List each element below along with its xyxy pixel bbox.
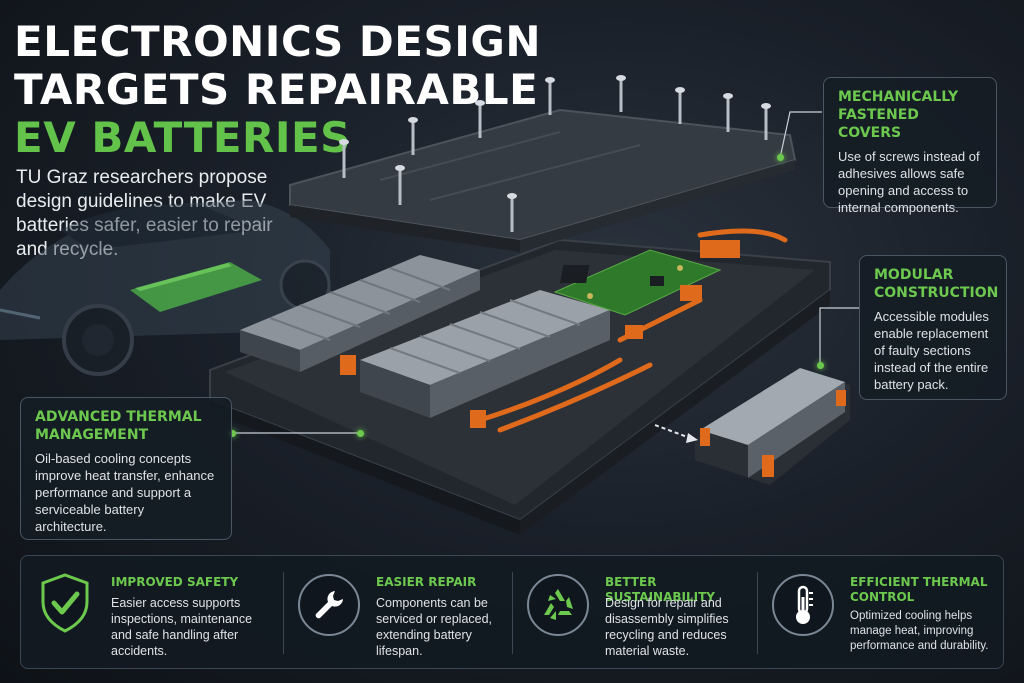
battery-lid [289,108,797,252]
leader-dot-thermal [229,430,236,437]
recycle-icon [527,574,589,636]
feature-body: Components can be serviced or replaced, … [376,596,493,658]
feature-improved-safety: Improved Safety Easier access supports i… [21,556,283,670]
screws [342,78,768,232]
removed-module [695,368,850,485]
callout-heading: Advanced Thermal Management [35,409,202,443]
feature-body: Optimized cooling helps manage heat, imp… [850,610,989,652]
leader-lines [232,111,859,434]
feature-heading: Efficient Thermal Control [850,575,988,604]
feature-easier-repair: Easier Repair Components can be serviced… [284,556,512,670]
connectors [340,240,740,428]
headline-line-1: Electronics Design [14,17,541,66]
feature-better-sustainability: Better Sustainability Design for repair … [513,556,757,670]
divider [512,572,513,654]
feature-heading: Improved Safety [111,575,239,589]
leader-dot-modular [817,362,824,369]
headline-line-2: Targets Repairable [14,65,539,114]
callout-body: Oil-based cooling concepts improve heat … [35,451,215,534]
leader-dot-covers [777,154,784,161]
features-panel: Improved Safety Easier access supports i… [20,555,1004,669]
arrow-dashed [654,424,691,439]
cell-block-left [240,255,480,372]
callout-modular-construction: Modular Construction Accessible modules … [859,255,1007,400]
control-pcb [553,249,722,316]
callout-body: Use of screws instead of adhesives allow… [838,149,980,215]
divider [283,572,284,654]
headline: Electronics Design Targets Repairable EV… [14,18,541,162]
subtitle: TU Graz researchers propose design guide… [16,167,273,260]
car-battery-glow [130,262,262,312]
callout-body: Accessible modules enable replacement of… [874,309,989,392]
feature-heading: Better Sustainability [605,575,715,604]
headline-line-3: EV Batteries [14,113,351,162]
feature-efficient-thermal-control: Efficient Thermal Control Optimized cool… [758,556,1004,670]
callout-advanced-thermal-management: Advanced Thermal Management Oil-based co… [20,397,232,540]
feature-body: Easier access supports inspections, main… [111,596,253,658]
thermometer-icon [772,574,834,636]
wrench-icon [298,574,360,636]
car-silhouette [0,200,331,376]
screw-heads [339,75,771,199]
shield-check-icon [39,572,91,639]
feature-body: Design for repair and disassembly simpli… [605,596,729,658]
callout-mechanically-fastened-covers: Mechanically Fastened Covers Use of scre… [823,77,997,215]
feature-heading: Easier Repair [376,575,477,589]
cell-block-center [360,290,610,418]
callout-heading: Modular Construction [874,267,999,301]
divider [757,572,758,654]
callout-heading: Mechanically Fastened Covers [838,89,959,141]
leader-dot-thermal-end [357,430,364,437]
